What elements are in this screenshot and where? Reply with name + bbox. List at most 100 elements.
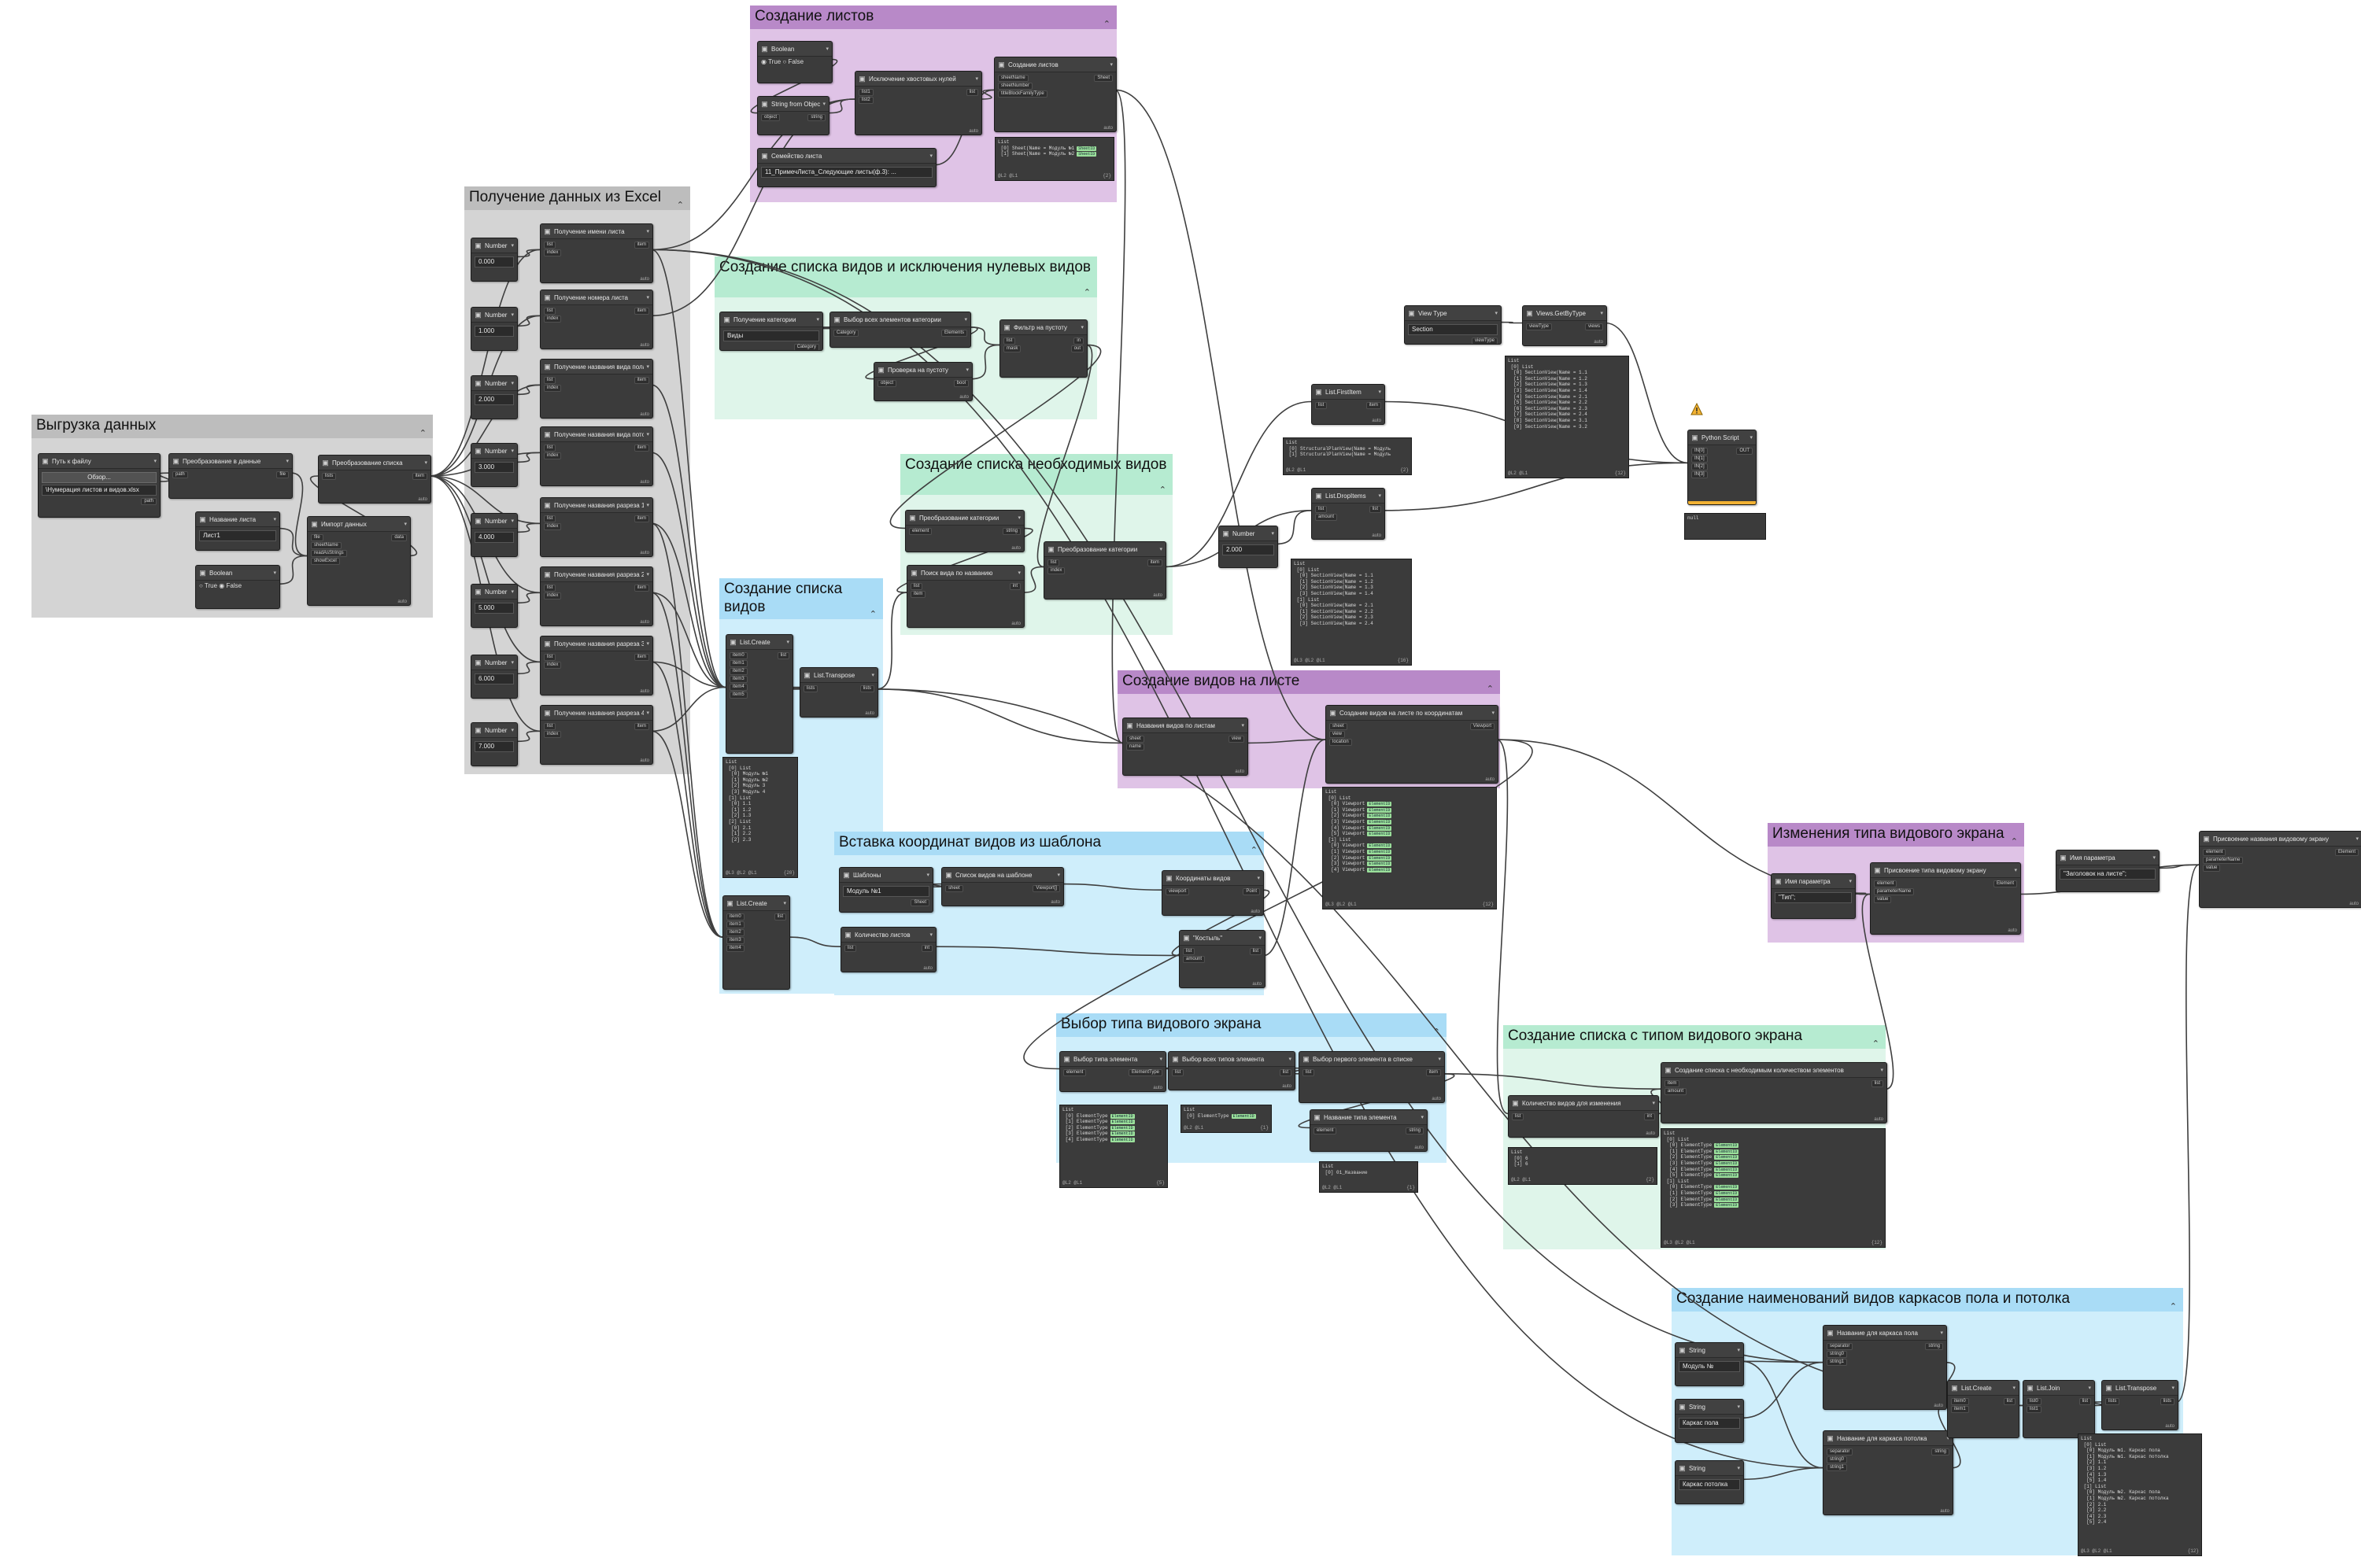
output-port[interactable]: item [634, 653, 649, 661]
element-id-tag[interactable]: ElementID [1110, 1125, 1135, 1131]
dropdown-icon[interactable]: ▾ [929, 153, 933, 159]
node-header[interactable]: ▣"Костыль"▾ [1180, 931, 1265, 946]
input-port[interactable]: parameterName [1874, 887, 1915, 895]
input-port[interactable]: separator [1827, 1342, 1853, 1350]
input-port[interactable]: list0 [2027, 1397, 2041, 1405]
dropdown-icon[interactable]: ▾ [1737, 1404, 1740, 1410]
node-num4[interactable]: ▣Number▾3.000 [471, 443, 518, 487]
node-header[interactable]: ▣Number▾ [471, 723, 517, 738]
node-header[interactable]: ▣Создание листов▾ [995, 57, 1116, 72]
node-num3[interactable]: ▣Number▾2.000 [471, 375, 518, 419]
input-port[interactable]: lists [2105, 1397, 2120, 1405]
output-port[interactable]: list [1871, 1079, 1883, 1087]
output-port[interactable]: list [777, 651, 789, 659]
dropdown-icon[interactable]: ▾ [786, 640, 789, 645]
node-create-list-n[interactable]: ▣Создание списка с необходимым количеств… [1661, 1062, 1887, 1123]
input-port[interactable]: IN[3] [1691, 470, 1708, 478]
input-port[interactable]: location [1329, 738, 1352, 746]
input-port[interactable]: index [544, 522, 562, 530]
output-port[interactable]: string [1003, 527, 1021, 535]
node-value-input[interactable]: 2.000 [1222, 544, 1274, 555]
node-header[interactable]: ▣Number▾ [1219, 526, 1277, 541]
output-port[interactable]: list [2078, 1397, 2091, 1405]
dropdown-icon[interactable]: ▾ [1081, 325, 1084, 330]
input-port[interactable]: list [1512, 1112, 1524, 1120]
input-port[interactable]: index [544, 661, 562, 669]
node-header[interactable]: ▣Number▾ [471, 514, 517, 529]
node-num7[interactable]: ▣Number▾6.000 [471, 655, 518, 699]
dropdown-icon[interactable]: ▾ [1018, 570, 1021, 576]
input-port[interactable]: item1 [726, 921, 745, 928]
node-header[interactable]: ▣Название для каркаса пола▾ [1823, 1326, 1946, 1341]
node-header[interactable]: ▣String▾ [1676, 1343, 1743, 1358]
node-assign-type[interactable]: ▣Присвоение типа видовому экрану▾element… [1870, 862, 2021, 935]
watch-preview[interactable]: null [1684, 513, 1766, 540]
input-port[interactable]: list [1003, 337, 1016, 345]
dropdown-icon[interactable]: ▾ [646, 364, 649, 370]
node-boolean1[interactable]: ▣Boolean▾○ True ◉ False [195, 565, 280, 609]
element-id-tag[interactable]: ElementID [1367, 843, 1392, 849]
output-port[interactable]: string [1931, 1448, 1949, 1455]
node-header[interactable]: ▣Получение названия разреза 4▾ [541, 706, 652, 721]
lacing-label[interactable]: auto [640, 412, 649, 417]
node-path[interactable]: ▣Путь к файлу▾Обзор...\Нумерация листов … [38, 453, 161, 518]
output-port[interactable]: item [634, 241, 649, 249]
element-id-tag[interactable]: ElementID [1714, 1197, 1739, 1202]
dropdown-icon[interactable]: ▾ [783, 901, 786, 906]
node-header[interactable]: ▣List.Create▾ [1948, 1381, 2019, 1396]
node-value-input[interactable]: 5.000 [475, 603, 514, 614]
node-header[interactable]: ▣Присвоение названия видовому экрану▾ [2200, 832, 2361, 847]
dropdown-icon[interactable]: ▾ [1241, 723, 1244, 729]
node-sheet-name[interactable]: ▣Название листа▾Лист1 [195, 511, 280, 551]
node-header[interactable]: ▣Путь к файлу▾ [39, 454, 160, 469]
node-header[interactable]: ▣Количество видов для изменения▾ [1509, 1096, 1658, 1111]
node-header[interactable]: ▣Views.GetByType▾ [1523, 306, 1606, 321]
dropdown-icon[interactable]: ▾ [511, 660, 514, 666]
dropdown-icon[interactable]: ▾ [511, 589, 514, 595]
input-port[interactable]: item0 [726, 913, 745, 921]
dropdown-icon[interactable]: ▾ [2088, 1385, 2091, 1391]
output-port[interactable]: Viewport[] [1033, 884, 1060, 892]
input-port[interactable]: list [544, 722, 556, 730]
node-num2[interactable]: ▣Number▾1.000 [471, 307, 518, 351]
output-port[interactable]: path [141, 497, 157, 505]
input-port[interactable]: element [909, 527, 933, 535]
node-header[interactable]: ▣Получение имени листа▾ [541, 224, 652, 239]
node-str3[interactable]: ▣String▾Каркас потолка [1675, 1460, 1744, 1504]
element-id-tag[interactable]: ElementID [1367, 861, 1392, 867]
dropdown-icon[interactable]: ▾ [871, 673, 874, 678]
node-header[interactable]: ▣Преобразование в данные▾ [169, 454, 292, 469]
collapse-icon[interactable]: ⌃ [869, 610, 877, 619]
element-id-tag[interactable]: SheetID [1077, 152, 1097, 157]
connector-wire[interactable] [2157, 864, 2200, 869]
dropdown-icon[interactable]: ▾ [929, 932, 933, 938]
element-id-tag[interactable]: ElementID [1367, 819, 1392, 825]
lacing-label[interactable]: auto [1414, 1146, 1424, 1150]
node-header[interactable]: ▣List.Transpose▾ [800, 668, 878, 683]
input-port[interactable]: list [544, 241, 556, 249]
lacing-label[interactable]: auto [397, 600, 407, 604]
input-port[interactable]: parameterName [2203, 856, 2244, 864]
dropdown-icon[interactable]: ▾ [1940, 1330, 1943, 1336]
node-header[interactable]: ▣String▾ [1676, 1400, 1743, 1415]
node-header[interactable]: ▣List.Create▾ [723, 896, 789, 911]
input-port[interactable]: list1 [2027, 1405, 2041, 1413]
input-port[interactable]: sheetName [311, 541, 342, 549]
output-port[interactable]: Category [793, 343, 819, 350]
lacing-label[interactable]: auto [2008, 928, 2017, 933]
node-value-input[interactable]: 0.000 [475, 256, 514, 267]
node-header[interactable]: ▣Создание видов на листе по координатам▾ [1326, 706, 1498, 721]
lacing-label[interactable]: auto [1153, 1086, 1162, 1090]
node-header[interactable]: ▣View Type▾ [1405, 306, 1501, 321]
